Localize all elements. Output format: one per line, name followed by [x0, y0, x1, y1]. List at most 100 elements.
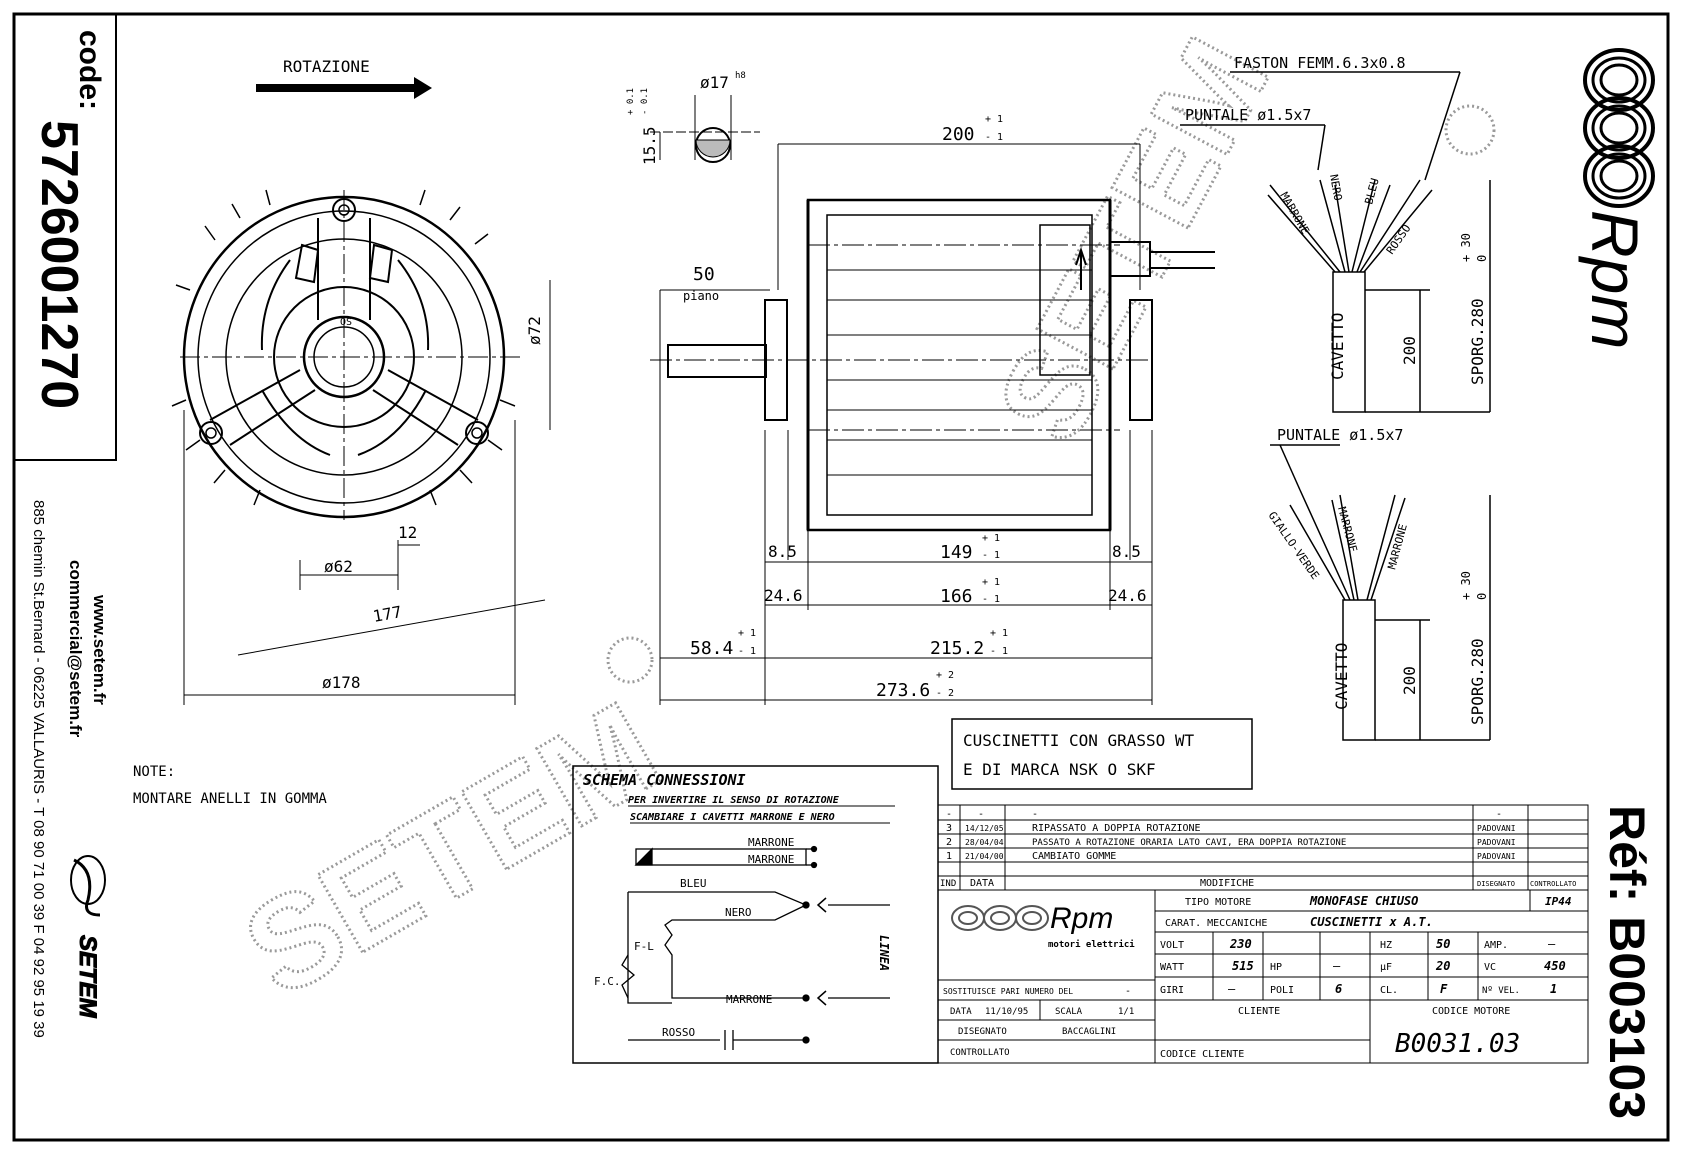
schema-nero: NERO [725, 906, 752, 919]
uf-label: µF [1380, 962, 1392, 973]
dim-149-tol-top: + 1 [982, 533, 1000, 544]
rev-header-modifiche: MODIFICHE [1200, 878, 1254, 889]
scala-value: 1/1 [1118, 1007, 1134, 1017]
sheet-border [12, 12, 1670, 1142]
rev-row-2-text: PASSATO A ROTAZIONE ORARIA LATO CAVI, ER… [1032, 838, 1346, 848]
carat-value: CUSCINETTI x A.T. [1310, 915, 1433, 929]
volt-value: 230 [1229, 937, 1252, 951]
rpm-logo: Rpm [1578, 48, 1655, 349]
cable1-tol-top: + 30 [1459, 233, 1473, 262]
front-view [171, 189, 551, 705]
shaft-tol-plus: + 0.1 [626, 88, 636, 115]
dim-200-tol-top: + 1 [985, 114, 1003, 125]
giri-label: GIRI [1160, 985, 1184, 996]
watermark-group: SETEM SETEM [220, 16, 1496, 1026]
watermark-registered-icon [1444, 104, 1496, 156]
dim-215-2-tol-top: + 1 [990, 628, 1008, 639]
dim-149: 149 [940, 542, 973, 563]
rev-header-disegnato: DISEGNATO [1477, 880, 1515, 888]
cable2-tol-top: + 30 [1459, 571, 1473, 600]
title-rpm-rings-icon [951, 905, 1049, 931]
rev-row-2-ind: 2 [946, 837, 952, 848]
note-text: MONTARE ANELLI IN GOMMA [133, 791, 327, 807]
revision-table: - - - - 3 14/12/05 RIPASSATO A DOPPIA RO… [937, 804, 1589, 891]
schema-fl: F-L [634, 940, 654, 953]
dim-149-tol-bot: - 1 [982, 550, 1000, 561]
note-title: NOTE: [133, 764, 175, 780]
vc-value: 450 [1544, 959, 1566, 973]
bearings-note: CUSCINETTI CON GRASSO WT E DI MARCA NSK … [951, 718, 1253, 790]
cable1-cavetto: CAVETTO [1328, 313, 1347, 380]
hz-label: HZ [1380, 940, 1392, 951]
cliente-label: CLIENTE [1238, 1006, 1280, 1017]
address-street: 885 chemin St.Bernard - 06225 VALLAURIS … [30, 500, 47, 1038]
cable1-length: 200 [1400, 336, 1419, 365]
scala-label: SCALA [1055, 1007, 1083, 1017]
piano-label: piano [683, 289, 719, 303]
bearings-note-line1: CUSCINETTI CON GRASSO WT [963, 731, 1195, 750]
watermark-registered-icon [606, 636, 654, 684]
cable2-cavetto: CAVETTO [1332, 643, 1351, 710]
cable-1: FASTON FEMM.6.3x0.8 PUNTALE ø1.5x7 MARRO… [1180, 54, 1491, 413]
schema-line1: PER INVERTIRE IL SENSO DI ROTAZIONE [628, 795, 840, 806]
data-label: DATA [950, 1007, 972, 1017]
schema-linea: LINEA [877, 935, 891, 971]
cable1-tol-bot: 0 [1475, 255, 1489, 262]
cable1-puntale: PUNTALE ø1.5x7 [1185, 106, 1311, 124]
volt-label: VOLT [1160, 940, 1184, 951]
tipo-value: MONOFASE CHIUSO [1309, 894, 1418, 908]
shaft-tol-minus: - 0.1 [640, 88, 650, 115]
data-value: 11/10/95 [985, 1007, 1028, 1017]
dim-273-6-tol-top: + 2 [936, 670, 954, 681]
rev-blank-date: - [978, 809, 984, 820]
rev-row-2-by: PADOVANI [1477, 838, 1516, 847]
dim-58-4: 58.4 [690, 638, 733, 659]
address-block: www.setem.fr commercial@setem.fr 885 che… [30, 500, 109, 1038]
watermark-setem-2: SETEM [221, 674, 682, 1024]
setem-logo-icon [70, 855, 106, 917]
rotation-label: ROTAZIONE [283, 57, 370, 76]
schema-wire-marrone-1: MARRONE [748, 836, 794, 849]
cable1-wire-nero: NERO [1327, 173, 1344, 201]
watt-value: 515 [1232, 959, 1254, 973]
code-label: code: [73, 30, 106, 110]
rpm-logo-text: Rpm [1578, 210, 1652, 349]
poli-value: 6 [1335, 982, 1342, 996]
dim-215-2-tol-bot: - 1 [990, 646, 1008, 657]
watermark-setem-1: SETEM [971, 17, 1296, 462]
cable2-sporg: SPORG.280 [1468, 638, 1487, 725]
cable1-wire-marrone: MARRONE [1277, 190, 1311, 237]
front-dim-phi178: ø178 [322, 673, 361, 692]
codice-cliente-label: CODICE CLIENTE [1160, 1049, 1244, 1060]
dim-166-tol-top: + 1 [982, 577, 1000, 588]
ref-number: Réf: B003103 [1599, 805, 1655, 1119]
address-web: www.setem.fr [90, 594, 109, 705]
dim-273-6: 273.6 [876, 680, 930, 701]
vc-label: VC [1484, 962, 1496, 973]
rev-row-3-text: RIPASSATO A DOPPIA ROTAZIONE [1032, 823, 1201, 834]
rev-row-1-by: PADOVANI [1477, 852, 1516, 861]
rotation-indicator: ROTAZIONE [256, 57, 432, 99]
hp-value: — [1333, 959, 1341, 973]
front-view-labels: OS ø72 12 ø62 177 ø178 [322, 316, 544, 692]
shaft-diameter: ø17 [700, 73, 729, 92]
side-view [650, 143, 1215, 705]
cable2-tol-bot: 0 [1475, 593, 1489, 600]
cl-value: F [1440, 982, 1448, 996]
shaft-height: 15.5 [640, 126, 659, 165]
front-dim-12: 12 [398, 523, 417, 542]
dim-50: 50 [693, 264, 715, 285]
schema-rosso: ROSSO [662, 1026, 695, 1039]
cable2-length: 200 [1400, 666, 1419, 695]
address-email: commercial@setem.fr [66, 560, 85, 738]
schema-wire-marrone-2: MARRONE [748, 853, 794, 866]
schema-fc: F.C. [594, 975, 621, 988]
dim-8-5-right: 8.5 [1112, 542, 1141, 561]
amp-value: — [1548, 937, 1556, 951]
watt-label: WATT [1160, 962, 1184, 973]
vel-label: Nº VEL. [1482, 986, 1520, 996]
bearings-note-line2: E DI MARCA NSK O SKF [963, 760, 1156, 779]
rev-header-controllato: CONTROLLATO [1530, 880, 1576, 888]
vel-value: 1 [1550, 982, 1557, 996]
